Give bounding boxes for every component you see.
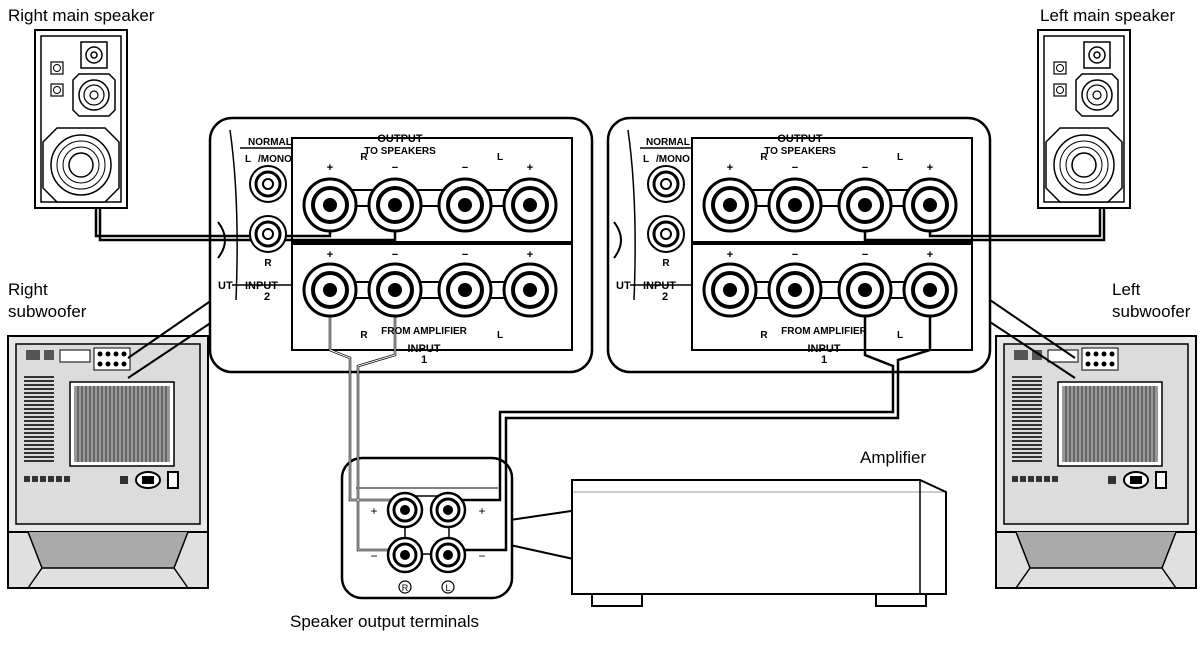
normal-label: NORMAL (646, 137, 690, 148)
plus-label: + (927, 162, 933, 174)
wire-highlights (329, 295, 405, 551)
amplifier-output-terminals (386, 491, 467, 574)
input-label: INPUT (808, 343, 841, 355)
r-label: R (760, 152, 768, 163)
mono-label: /MONO (258, 154, 292, 165)
l-label: L (497, 330, 503, 341)
plus-label: + (327, 249, 333, 261)
r-label: R (662, 258, 670, 269)
terminal-plus-left: + (370, 504, 377, 518)
mono-l-label: L (643, 154, 649, 165)
input-label: INPUT (245, 280, 278, 292)
terminal-minus-right: − (478, 549, 485, 563)
plus-label: + (927, 249, 933, 261)
to-speakers-label: TO SPEAKERS (364, 146, 436, 157)
output-label: OUTPUT (777, 133, 823, 145)
left-main-speaker-label: Left main speaker (1040, 6, 1176, 25)
minus-label: − (392, 162, 398, 174)
right-subwoofer (7, 335, 209, 589)
r-label: R (360, 330, 368, 341)
left-subwoofer-label-line2: subwoofer (1112, 302, 1191, 321)
speaker-output-terminals-label: Speaker output terminals (290, 612, 479, 631)
left-subwoofer (995, 335, 1197, 589)
input-label: INPUT (643, 280, 676, 292)
terminal-plus-right: + (478, 504, 485, 518)
normal-label: NORMAL (248, 137, 292, 148)
minus-label: − (462, 162, 468, 174)
r-label: R (264, 258, 272, 269)
terminal-r: R (402, 583, 409, 593)
ut-label: UT (616, 280, 631, 292)
input-2-num: 2 (264, 291, 270, 303)
left-panel-binding-posts (646, 164, 958, 318)
right-subwoofer-panel-callout (127, 116, 594, 379)
amplifier-unit (571, 479, 947, 607)
input-1-num: 1 (821, 354, 827, 366)
l-label: L (497, 152, 503, 163)
right-panel-binding-posts (248, 164, 558, 318)
amplifier-label: Amplifier (860, 448, 927, 467)
right-subwoofer-label-line2: subwoofer (8, 302, 87, 321)
amplifier-terminal-text: + + − − R L (370, 504, 486, 594)
right-main-speaker (34, 29, 128, 209)
left-subwoofer-label-line1: Left (1112, 280, 1141, 299)
minus-label: − (862, 249, 868, 261)
plus-label: + (327, 162, 333, 174)
minus-label: − (462, 249, 468, 261)
mono-label: /MONO (656, 154, 690, 165)
left-main-speaker (1037, 29, 1131, 209)
r-label: R (360, 152, 368, 163)
left-panel-text: NORMAL /MONO L OUTPUT TO SPEAKERS + − R … (616, 133, 933, 366)
plus-label: + (527, 162, 533, 174)
input-1-num: 1 (421, 354, 427, 366)
left-subwoofer-panel-callout (606, 116, 1076, 379)
minus-label: − (792, 162, 798, 174)
l-label: L (897, 330, 903, 341)
right-subwoofer-label-line1: Right (8, 280, 48, 299)
terminal-minus-left: − (370, 549, 377, 563)
minus-label: − (862, 162, 868, 174)
output-label: OUTPUT (377, 133, 423, 145)
ut-label: UT (218, 280, 233, 292)
r-label: R (760, 330, 768, 341)
input-label: INPUT (408, 343, 441, 355)
right-main-speaker-label: Right main speaker (8, 6, 155, 25)
l-label: L (897, 152, 903, 163)
minus-label: − (392, 249, 398, 261)
right-panel-text: NORMAL /MONO L OUTPUT TO SPEAKERS + − R … (218, 133, 533, 366)
minus-label: − (792, 249, 798, 261)
from-amplifier-label: FROM AMPLIFIER (381, 326, 468, 337)
plus-label: + (527, 249, 533, 261)
input-2-num: 2 (662, 291, 668, 303)
from-amplifier-label: FROM AMPLIFIER (781, 326, 868, 337)
plus-label: + (727, 162, 733, 174)
to-speakers-label: TO SPEAKERS (764, 146, 836, 157)
terminal-l: L (445, 583, 450, 593)
mono-l-label: L (245, 154, 251, 165)
amplifier-terminal-callout (340, 456, 579, 600)
plus-label: + (727, 249, 733, 261)
